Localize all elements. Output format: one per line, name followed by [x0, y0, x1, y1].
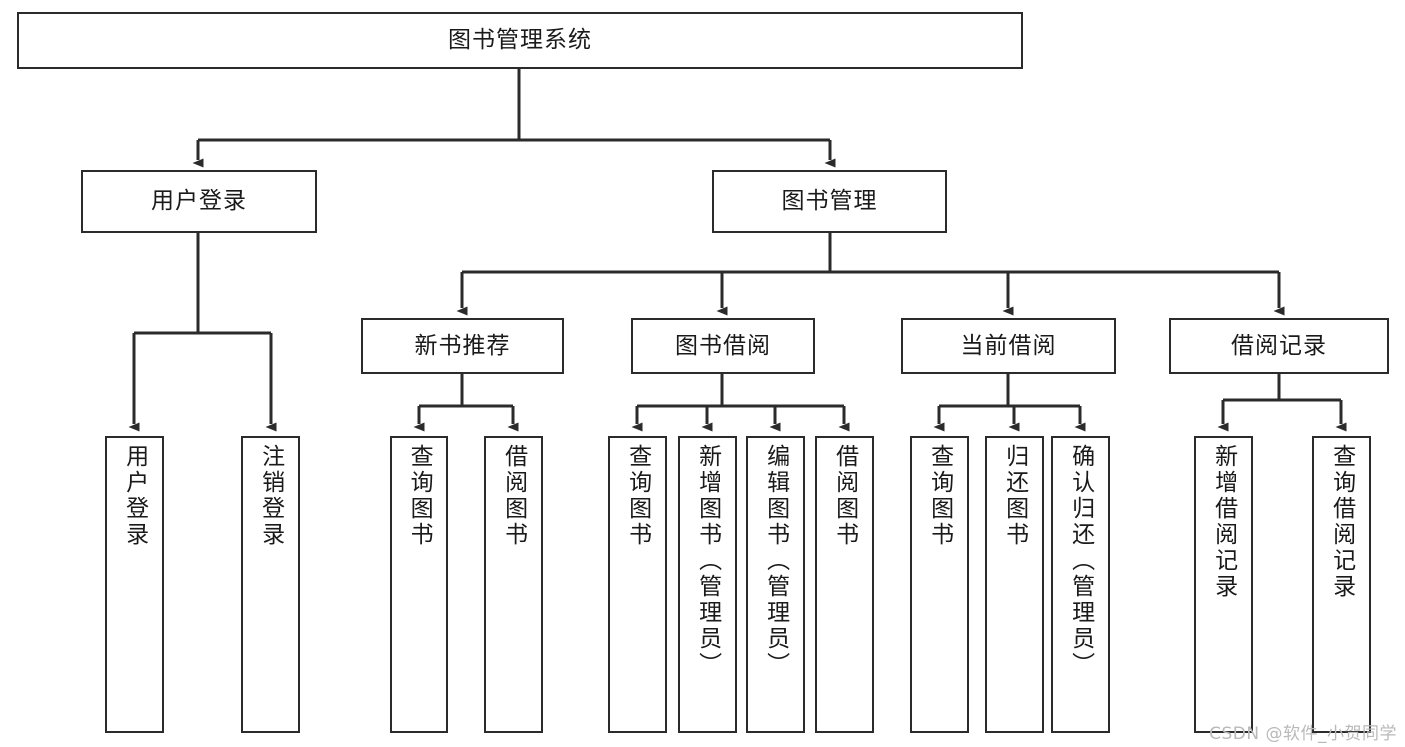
node-label: 确认归还（管理员）	[1067, 444, 1094, 678]
node-label: 当前借阅	[960, 332, 1057, 359]
node-label: 新增图书（管理员）	[694, 444, 721, 678]
node-label: 查询借阅记录	[1328, 444, 1355, 600]
node-root-book-management-system[interactable]: 图书管理系统	[17, 12, 1023, 69]
leaf-user-login-login[interactable]: 用户登录	[105, 436, 164, 733]
node-label: 借阅记录	[1231, 332, 1327, 359]
leaf-record-query-record[interactable]: 查询借阅记录	[1312, 436, 1371, 733]
leaf-new-book-borrow-book[interactable]: 借阅图书	[484, 436, 543, 733]
node-label: 查询图书	[926, 444, 953, 548]
node-book-management[interactable]: 图书管理	[712, 170, 947, 233]
node-label: 借阅图书	[500, 444, 527, 548]
node-label: 图书管理	[781, 188, 878, 214]
node-label: 查询图书	[624, 444, 651, 548]
leaf-borrow-add-book-admin[interactable]: 新增图书（管理员）	[678, 436, 737, 733]
leaf-borrow-query-book[interactable]: 查询图书	[608, 436, 667, 733]
node-book-borrowing[interactable]: 图书借阅	[631, 318, 815, 374]
leaf-user-login-logout[interactable]: 注销登录	[241, 436, 300, 733]
node-label: 查询图书	[406, 444, 433, 548]
leaf-current-return-book[interactable]: 归还图书	[985, 436, 1044, 733]
leaf-borrow-edit-book-admin[interactable]: 编辑图书（管理员）	[746, 436, 805, 733]
leaf-current-query-book[interactable]: 查询图书	[910, 436, 969, 733]
leaf-record-add-record[interactable]: 新增借阅记录	[1194, 436, 1253, 733]
node-label: 图书管理系统	[448, 27, 592, 53]
node-label: 图书借阅	[675, 332, 771, 359]
leaf-new-book-query-book[interactable]: 查询图书	[390, 436, 448, 733]
node-borrowing-record[interactable]: 借阅记录	[1169, 318, 1389, 374]
node-label: 新增借阅记录	[1210, 444, 1237, 600]
node-current-borrowing[interactable]: 当前借阅	[901, 318, 1116, 374]
node-label: 借阅图书	[831, 444, 858, 548]
node-label: 归还图书	[1001, 444, 1028, 548]
node-label: 新书推荐	[414, 332, 511, 359]
node-new-book-recommendation[interactable]: 新书推荐	[361, 318, 564, 374]
node-label: 用户登录	[121, 444, 148, 548]
node-label: 注销登录	[257, 444, 284, 548]
leaf-borrow-borrow-book[interactable]: 借阅图书	[815, 436, 874, 733]
watermark-text: CSDN @软件_小贺同学	[1209, 724, 1397, 744]
node-label: 用户登录	[151, 188, 247, 214]
node-label: 编辑图书（管理员）	[762, 444, 789, 678]
leaf-current-confirm-return-admin[interactable]: 确认归还（管理员）	[1051, 436, 1110, 733]
node-user-login[interactable]: 用户登录	[81, 170, 317, 233]
